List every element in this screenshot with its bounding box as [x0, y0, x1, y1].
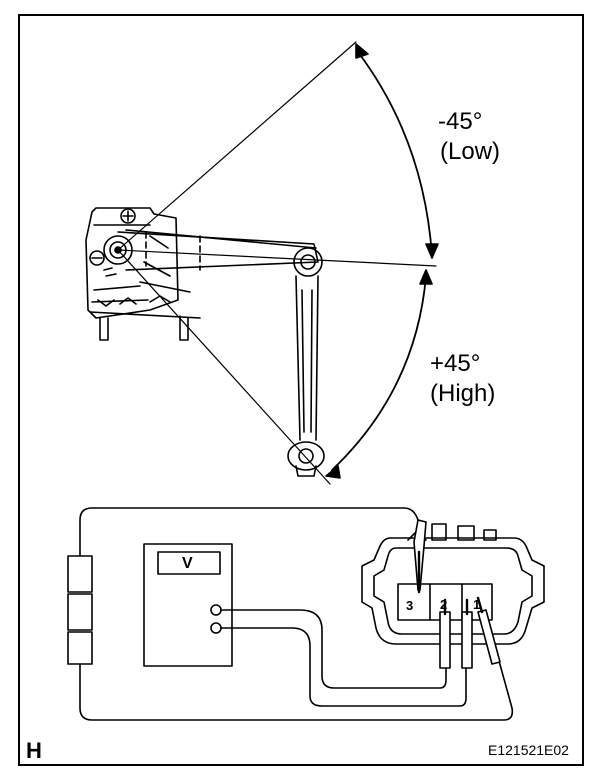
height-sensor-body [85, 207, 201, 341]
high-angle-arc [325, 269, 433, 479]
probe-pin-2 [439, 598, 451, 669]
angle-reference-lines [117, 41, 437, 485]
probe-pin-3 [413, 519, 427, 594]
figure-letter: H [26, 738, 42, 763]
probe-pin-1a [461, 598, 473, 669]
probe-pin-1b [476, 596, 501, 665]
voltmeter [143, 543, 467, 707]
pin-2-label: 2 [440, 597, 448, 612]
voltmeter-label: V [182, 555, 193, 572]
low-position-label: (Low) [440, 138, 501, 165]
diagram-frame [18, 14, 584, 766]
pin-3-label: 3 [406, 598, 414, 613]
sensor-link-arm [103, 229, 323, 277]
sensor-connector [361, 523, 545, 645]
low-angle-arc [355, 43, 439, 259]
high-position-label: (High) [430, 380, 496, 407]
figure-code: E121521E02 [488, 742, 569, 758]
wiring-loop [79, 507, 514, 721]
fuse-box [67, 555, 93, 665]
low-angle-label: -45° [438, 108, 483, 135]
high-angle-label: +45° [430, 350, 481, 377]
vertical-link-rod [287, 275, 325, 477]
pin-1-label: 1 [473, 597, 481, 612]
